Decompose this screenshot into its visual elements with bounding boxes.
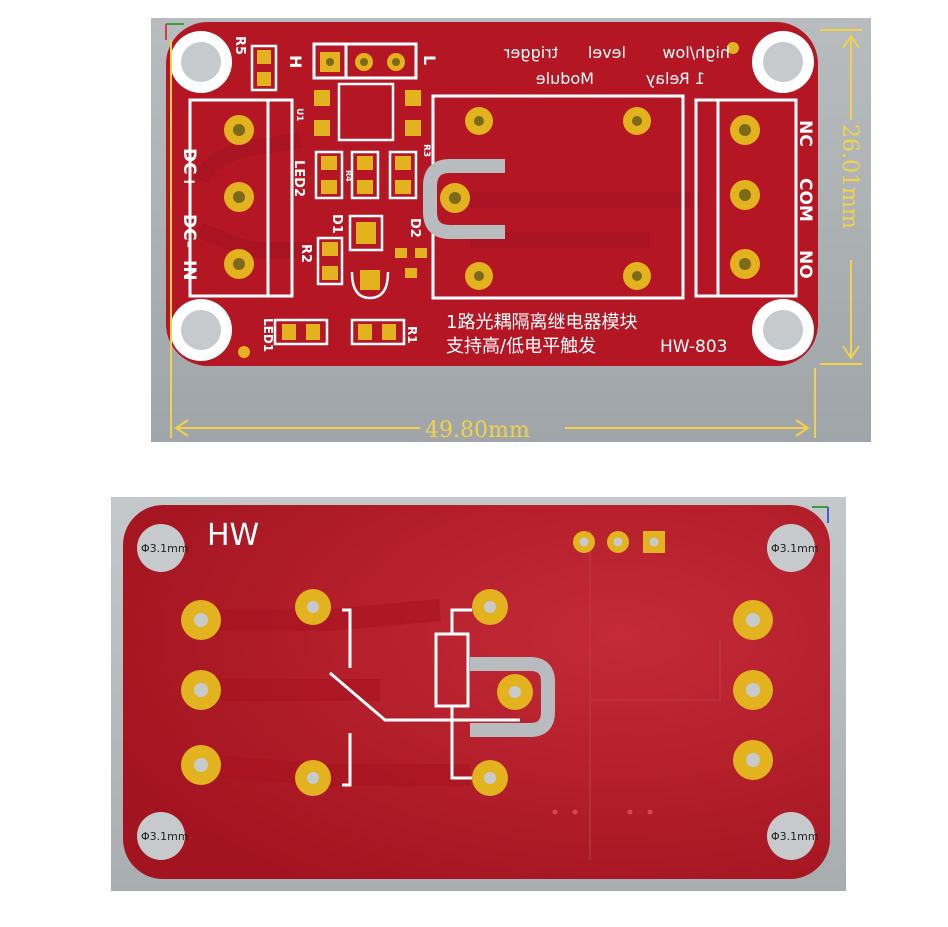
mirrored-text-high-low: high/low — [662, 43, 730, 62]
mirrored-text-module: Module — [536, 69, 594, 88]
optocoupler-u1 — [337, 82, 395, 142]
label-r3: R3 — [421, 144, 431, 157]
bottom-axis-icon — [812, 506, 829, 523]
left-terminal-block — [188, 98, 294, 298]
bottom-view: Φ3.1mm Φ3.1mm Φ3.1mm Φ3.1mm HW — [111, 497, 846, 891]
terminal-label-nc: NC — [795, 120, 815, 147]
dimension-width: 49.80mm — [425, 418, 530, 443]
label-d1: D1 — [329, 214, 344, 234]
label-led2: LED2 — [291, 160, 306, 197]
bottom-hole-top-right — [767, 524, 815, 572]
board-title-line1: 1路光耦隔离继电器模块 — [446, 312, 637, 333]
dimension-lines — [170, 29, 862, 438]
bottom-relay-slot — [470, 657, 555, 737]
top-view: DC+ DC- IN NC COM NO — [151, 18, 871, 443]
jumper-label-h: H — [286, 55, 305, 68]
mounting-hole-top-right — [752, 31, 814, 93]
bottom-brand: HW — [207, 518, 259, 553]
terminal-label-dc-minus: DC- — [179, 214, 199, 248]
hole-label-top-left: Φ3.1mm — [141, 542, 189, 555]
board-title-line2: 支持高/低电平触发 — [446, 336, 596, 357]
bottom-header-pads — [573, 531, 665, 553]
fiducial-top — [727, 42, 739, 54]
bottom-hole-bottom-right — [767, 812, 815, 860]
terminal-label-no: NO — [795, 250, 815, 279]
mirrored-text-trigger: trigger — [504, 43, 558, 62]
label-r4: R4 — [344, 170, 353, 182]
label-r5: R5 — [232, 36, 247, 55]
fiducial-bottom — [238, 346, 250, 358]
label-d2: D2 — [407, 218, 422, 238]
mirrored-text-relay: 1 Relay — [646, 69, 705, 88]
label-r2: R2 — [298, 244, 313, 263]
hole-label-bottom-right: Φ3.1mm — [771, 830, 819, 843]
jumper-header — [312, 42, 418, 80]
dimension-height: 26.01mm — [837, 124, 862, 229]
terminal-label-com: COM — [795, 178, 815, 222]
label-led1: LED1 — [261, 318, 275, 352]
axis-origin-icon — [165, 23, 184, 40]
board-model: HW-803 — [660, 337, 728, 357]
bottom-hole-bottom-left — [137, 812, 185, 860]
hole-label-bottom-left: Φ3.1mm — [141, 830, 189, 843]
right-terminal-block — [694, 98, 798, 298]
label-u1: U1 — [294, 108, 304, 122]
label-r1: R1 — [405, 326, 419, 344]
hole-label-top-right: Φ3.1mm — [771, 542, 819, 555]
mirrored-text-level: level — [588, 43, 626, 62]
jumper-label-l: L — [420, 55, 439, 65]
terminal-label-in: IN — [179, 260, 199, 281]
mounting-hole-bottom-left — [170, 299, 232, 361]
relay-slot — [423, 159, 505, 239]
bottom-hole-top-left — [137, 524, 185, 572]
mounting-hole-bottom-right — [752, 299, 814, 361]
mounting-hole-top-left — [170, 31, 232, 93]
terminal-label-dc-plus: DC+ — [179, 148, 199, 189]
relay-schematic — [329, 608, 520, 787]
